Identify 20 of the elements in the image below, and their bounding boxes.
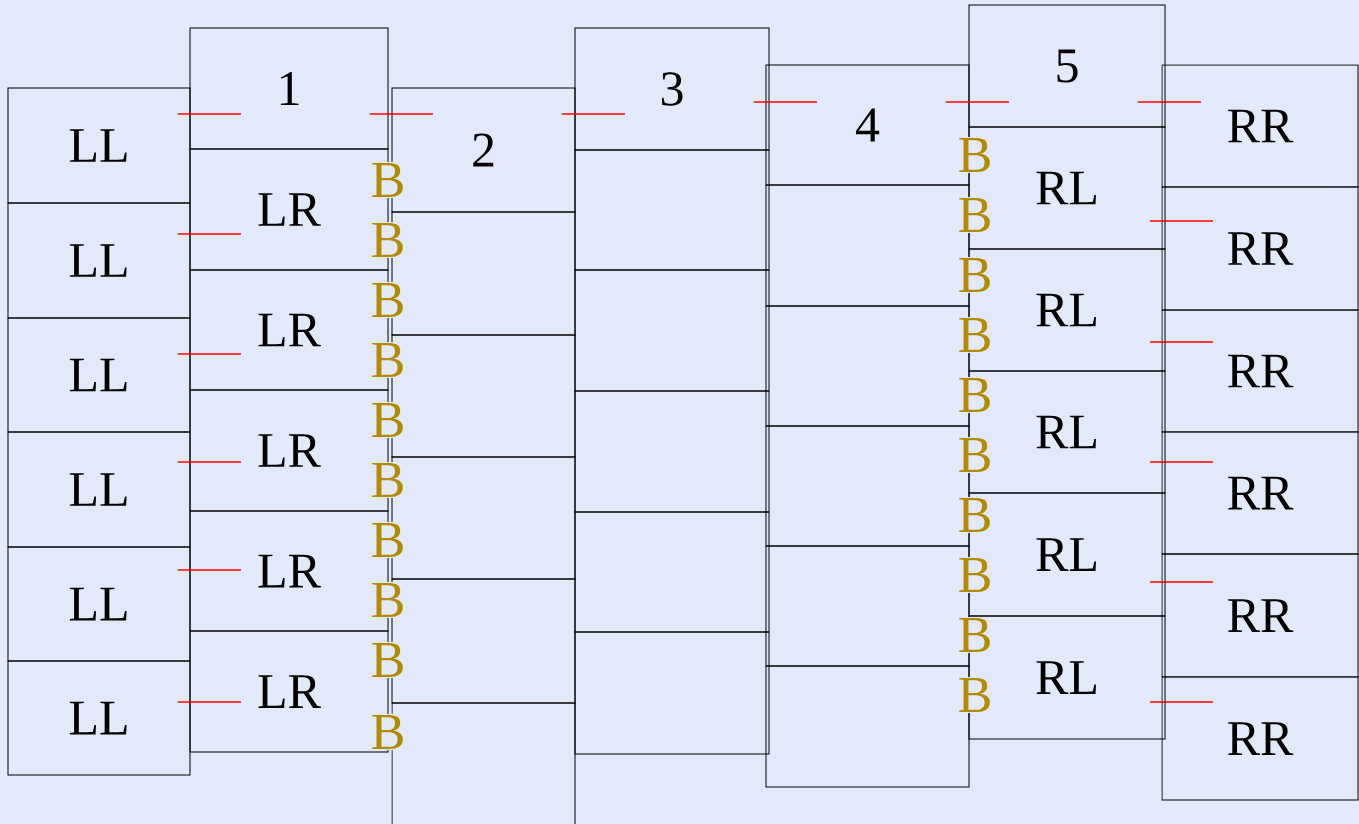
table-cell: 5: [968, 4, 1166, 128]
empty-cell: [574, 390, 770, 513]
table-cell: RR: [1161, 309, 1359, 433]
empty-cell: [574, 511, 770, 633]
empty-cell: [574, 631, 770, 755]
table-cell: LL: [7, 87, 191, 204]
table-cell: LL: [7, 660, 191, 776]
table-cell: RR: [1161, 553, 1359, 678]
table-cell: RR: [1161, 186, 1359, 311]
empty-cell: [574, 269, 770, 392]
empty-cell: [574, 149, 770, 271]
table-cell: RR: [1161, 64, 1359, 188]
table-cell: LL: [7, 431, 191, 548]
table-cell: LL: [7, 317, 191, 433]
table-cell: LL: [7, 202, 191, 319]
table-cell: 3: [574, 27, 770, 151]
table-cell: RR: [1161, 676, 1359, 801]
table-cell: 1: [189, 27, 389, 150]
table-cell: LL: [7, 546, 191, 662]
table-cell: RR: [1161, 431, 1359, 555]
